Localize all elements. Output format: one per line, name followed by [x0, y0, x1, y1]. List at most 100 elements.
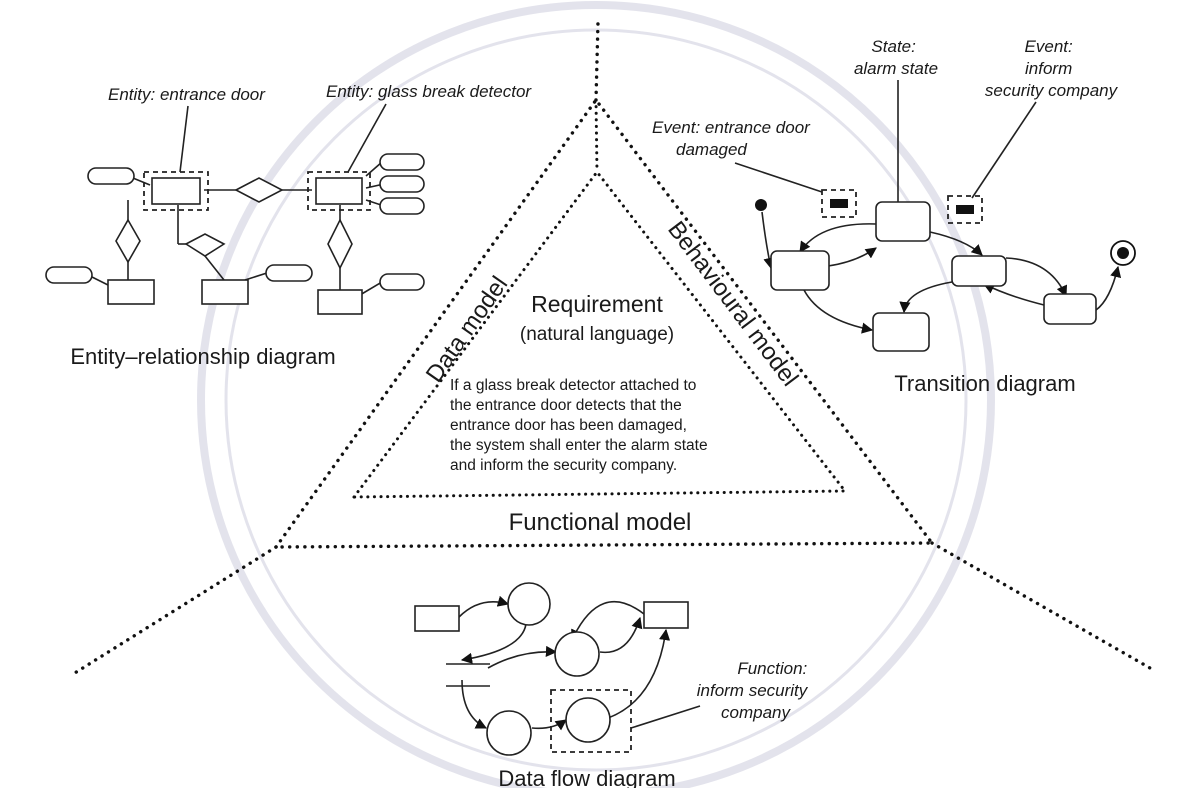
- transition-diagram: State: alarm state Event: inform securit…: [652, 37, 1136, 396]
- dataflow-arrow: [571, 600, 645, 642]
- relationship-diamond: [184, 233, 226, 257]
- event-inform-label: Event: inform security company: [985, 37, 1119, 100]
- data-model-label: Data model: [421, 271, 514, 387]
- er-connector: [359, 281, 383, 296]
- entity2-name: : glass break detector: [369, 82, 533, 101]
- dataflow-arrow: [607, 628, 671, 719]
- function-label-line: company: [721, 703, 791, 722]
- transition-arrow: [1005, 257, 1068, 298]
- requirement-line: the entrance door detects that the: [450, 397, 682, 414]
- dataflow-arrow: [531, 719, 567, 731]
- dataflow-arrow: [458, 595, 510, 618]
- entity-box: [317, 289, 363, 315]
- event-damaged-label: Event: entrance door damaged: [652, 118, 815, 159]
- triangle-frame: [68, 20, 1152, 678]
- relationship-diamond: [234, 177, 284, 203]
- event-damaged-line1: : entrance door: [695, 118, 811, 137]
- transition-arrow: [803, 289, 874, 334]
- function-label-line: inform security: [697, 681, 809, 700]
- axis-left: [68, 545, 278, 678]
- background-seal: [197, 1, 995, 788]
- entity2-prefix: Entity: [326, 82, 370, 101]
- event-inform-bar: [956, 205, 974, 214]
- state-box: [1043, 293, 1097, 325]
- er-diagram-caption: Entity–relationship diagram: [70, 344, 335, 369]
- entity-entrance-door: [151, 177, 201, 205]
- attribute-oval: [45, 266, 93, 284]
- function-highlight: [550, 689, 632, 753]
- state-box: [875, 201, 931, 242]
- attribute-oval: [87, 167, 135, 185]
- state-box: [872, 312, 930, 352]
- process-circle: [507, 582, 551, 626]
- entity1-name: : entrance door: [151, 85, 267, 104]
- entity2-pointer: [347, 103, 387, 173]
- transition-arrow: [899, 281, 953, 314]
- function-pointer: [630, 705, 701, 729]
- transition-arrow: [1095, 265, 1122, 311]
- entity-glass-break-detector: [315, 177, 363, 205]
- event-damaged-marker: [821, 189, 857, 218]
- transition-arrow: [982, 283, 1045, 306]
- transition-arrow: [799, 223, 877, 253]
- er-connector: [365, 161, 383, 177]
- entity2-label: Entity: glass break detector: [326, 82, 532, 101]
- state-label-line: alarm state: [854, 59, 938, 78]
- entity1-label: Entity: entrance door: [108, 85, 266, 104]
- event-inform-line: inform: [1025, 59, 1072, 78]
- entity-box: [201, 279, 249, 305]
- final-state-dot: [1117, 247, 1129, 259]
- axis-top: [594, 20, 600, 102]
- event-damaged-prefix: Event: [652, 118, 697, 137]
- data-store-box: [643, 601, 689, 629]
- state-label: State: alarm state: [854, 37, 938, 78]
- event-damaged-line2: damaged: [676, 140, 747, 159]
- function-label: Function: inform security company: [697, 659, 812, 722]
- transition-diagram-caption: Transition diagram: [894, 371, 1075, 396]
- initial-state-dot: [755, 199, 767, 211]
- inner-outer-link: [594, 98, 599, 174]
- dataflow-arrow: [460, 623, 527, 664]
- entity1-highlight: [143, 171, 209, 211]
- attribute-oval: [379, 153, 425, 171]
- dataflow-diagram-caption: Data flow diagram: [498, 766, 675, 788]
- relationship-diamond: [115, 218, 141, 264]
- process-circle: [486, 710, 532, 756]
- state-label-line: State:: [871, 37, 916, 56]
- attribute-oval: [265, 264, 313, 282]
- behavioural-model-label: Behavioural model: [662, 216, 803, 391]
- relationship-diamond: [327, 218, 353, 270]
- entity-box: [107, 279, 155, 305]
- requirement-text: If a glass break detector attached to th…: [450, 377, 708, 474]
- event-damaged-pointer: [734, 162, 823, 193]
- functional-model-label: Functional model: [509, 509, 692, 536]
- external-entity: [414, 605, 460, 632]
- event-inform-pointer: [971, 101, 1037, 199]
- er-connector: [204, 255, 225, 281]
- requirement-line: If a glass break detector attached to: [450, 377, 696, 394]
- entity2-highlight: [307, 171, 371, 211]
- inner-triangle: [352, 169, 849, 499]
- process-circle: [554, 631, 600, 677]
- dataflow-arrow: [461, 679, 488, 729]
- outer-triangle: [274, 97, 936, 549]
- state-box: [770, 250, 830, 291]
- dataflow-arrow: [487, 645, 558, 669]
- event-inform-line: Event:: [1025, 37, 1073, 56]
- state-box: [951, 255, 1007, 287]
- axis-right: [930, 541, 1152, 670]
- event-damaged-bar: [830, 199, 848, 208]
- attribute-oval: [379, 175, 425, 193]
- entity1-prefix: Entity: [108, 85, 152, 104]
- requirement-line: entrance door has been damaged,: [450, 417, 687, 434]
- requirement-line: the system shall enter the alarm state: [450, 437, 708, 454]
- dataflow-arrow: [599, 616, 643, 654]
- function-label-line: Function:: [737, 659, 807, 678]
- attribute-oval: [379, 273, 425, 291]
- transition-arrow: [827, 247, 877, 267]
- entity1-pointer: [179, 105, 189, 173]
- er-diagram: Entity: entrance door Entity: glass brea…: [45, 82, 532, 369]
- requirement-line: and inform the security company.: [450, 457, 677, 474]
- requirement-subtitle: (natural language): [520, 324, 674, 345]
